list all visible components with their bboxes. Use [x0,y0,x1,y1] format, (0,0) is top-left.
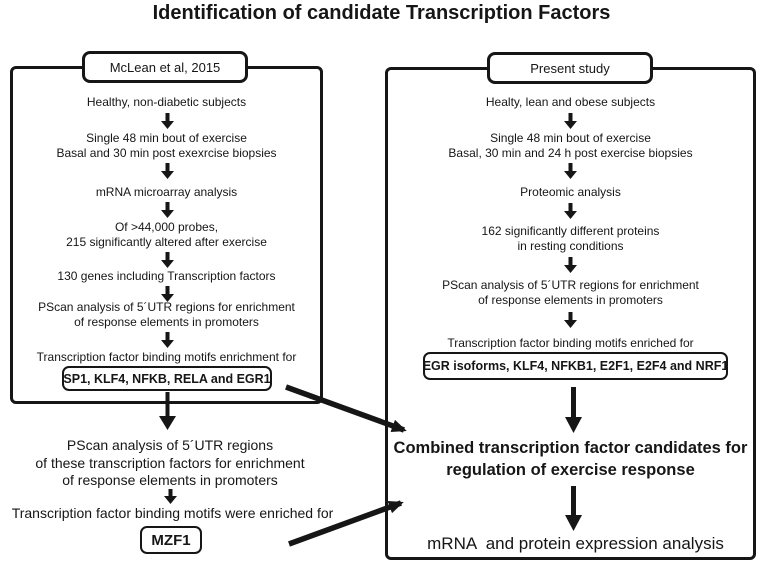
down-arrow-icon [161,252,174,268]
left-step-exercise-line2: Basal and 30 min post exexrcise biopsies [56,145,277,160]
mzf1-result-box: MZF1 [140,526,202,554]
right-step-exercise-line1: Single 48 min bout of exercise [490,131,651,145]
combined-candidates-line2: regulation of exercise response [446,460,695,479]
down-arrow-icon [159,392,176,430]
left-step-pscan: PScan analysis of 5´UTR regions for enri… [10,300,323,329]
left-step-microarray: mRNA microarray analysis [95,185,238,199]
right-step-motifs-label: Transcription factor binding motifs enri… [447,336,694,350]
down-arrow-icon [161,286,174,302]
down-arrow-icon [564,312,577,328]
right-panel-label-box: Present study [487,52,653,84]
down-arrow-icon [564,113,577,129]
egr-result-text: EGR isoforms, KLF4, NFKB1, E2F1, E2F4 an… [422,359,729,373]
left-step-exercise: Single 48 min bout of exercise Basal and… [10,131,323,160]
right-step-pscan: PScan analysis of 5´UTR regions for enri… [385,278,756,307]
down-arrow-icon [564,163,577,179]
page-title: Identification of candidate Transcriptio… [152,2,611,24]
egr-result-box: EGR isoforms, KLF4, NFKB1, E2F1, E2F4 an… [423,352,728,380]
down-arrow-icon [161,113,174,129]
left-followup-pscan-line2: of these transcription factors for enric… [35,454,305,471]
left-panel-label-box: McLean et al, 2015 [82,51,248,83]
left-followup-pscan-line3: of response elements in promoters [62,472,278,488]
down-arrow-icon [565,387,582,433]
right-step-proteomic: Proteomic analysis [520,185,621,199]
down-arrow-icon [161,202,174,218]
left-panel-label: McLean et al, 2015 [109,59,221,75]
down-arrow-icon [161,163,174,179]
sp1-result-text: SP1, KLF4, NFKB, RELA and EGR1 [63,371,271,386]
down-arrow-icon [564,257,577,273]
mzf1-result-text: MZF1 [151,531,191,549]
left-step-probes-line2: 215 significantly altered after exercise [66,234,267,249]
left-step-subjects: Healthy, non-diabetic subjects [86,95,247,109]
combined-candidates-line1: Combined transcription factor candidates… [393,439,748,457]
left-step-pscan-line1: PScan analysis of 5´UTR regions for enri… [38,300,295,314]
right-step-exercise-line2: Basal, 30 min and 24 h post exercise bio… [448,145,693,160]
right-step-proteins-line2: in resting conditions [517,238,624,253]
left-followup-pscan: PScan analysis of 5´UTR regions of these… [0,437,340,490]
down-arrow-icon [164,489,177,504]
final-analysis-text: mRNA and protein expression analysis [427,534,724,553]
left-followup-motifs-label: Transcription factor binding motifs were… [11,505,334,521]
left-step-exercise-line1: Single 48 min bout of exercise [86,131,247,145]
down-arrow-icon [564,203,577,219]
down-arrow-icon [565,486,582,531]
right-step-exercise: Single 48 min bout of exercise Basal, 30… [385,131,756,160]
right-panel-label: Present study [530,60,610,76]
right-step-pscan-line2: of response elements in promoters [478,292,663,307]
combined-candidates-text: Combined transcription factor candidates… [390,438,751,481]
right-step-proteins: 162 significantly different proteins in … [385,224,756,253]
left-step-genes: 130 genes including Transcription factor… [57,269,276,283]
left-followup-pscan-line1: PScan analysis of 5´UTR regions [66,437,274,453]
left-step-pscan-line2: of response elements in promoters [74,314,259,329]
down-arrow-icon [161,332,174,348]
left-step-probes-line1: Of >44,000 probes, [114,220,219,234]
right-step-subjects: Healty, lean and obese subjects [485,95,656,109]
right-step-pscan-line1: PScan analysis of 5´UTR regions for enri… [442,278,699,292]
sp1-result-box: SP1, KLF4, NFKB, RELA and EGR1 [62,366,272,391]
right-step-proteins-line1: 162 significantly different proteins [481,224,660,238]
left-step-probes: Of >44,000 probes, 215 significantly alt… [10,220,323,249]
left-step-motifs-label: Transcription factor binding motifs enri… [36,350,297,364]
